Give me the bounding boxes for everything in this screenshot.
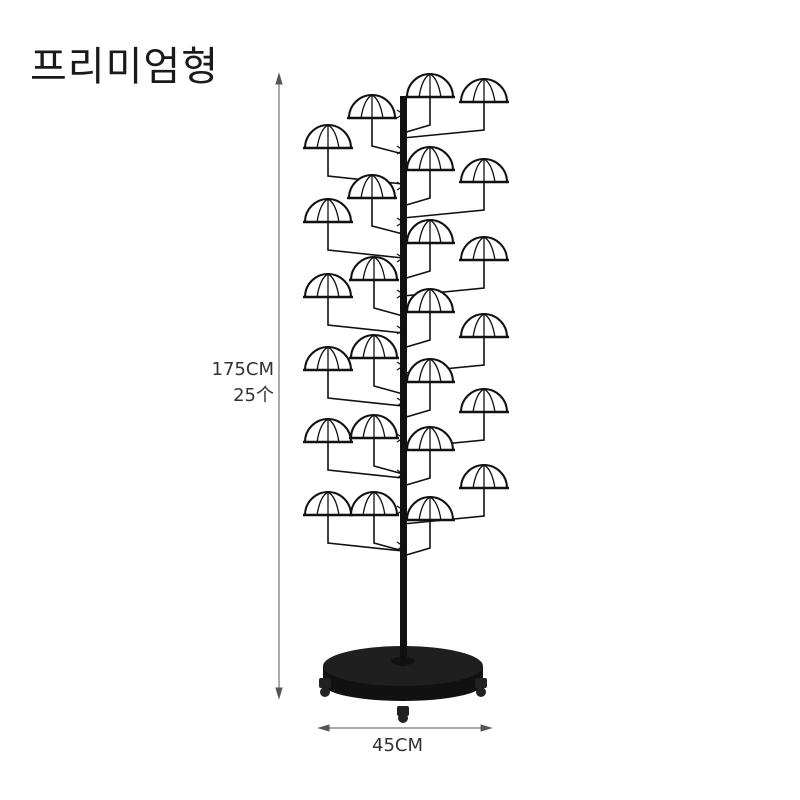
holder-arm xyxy=(373,358,404,395)
pole-bracket xyxy=(396,433,405,443)
holder-arm xyxy=(402,382,431,419)
width-dimension-line xyxy=(317,724,493,732)
cap-holder xyxy=(459,464,509,490)
pole-bracket xyxy=(396,145,405,155)
pole-bracket xyxy=(396,217,405,227)
pole-bracket xyxy=(396,109,405,119)
holder-arm xyxy=(327,442,404,479)
cap-holder xyxy=(349,334,399,360)
holder-arm xyxy=(327,222,404,259)
holder-arm xyxy=(402,450,431,487)
cap-holder xyxy=(405,73,455,99)
hat-holders xyxy=(303,73,509,522)
caster-wheels xyxy=(319,678,487,723)
holder-arm xyxy=(373,438,404,475)
pole-bracket xyxy=(396,469,405,479)
holder-arm xyxy=(402,182,485,219)
cap-holder xyxy=(405,426,455,452)
width-value: 45CM xyxy=(372,735,424,756)
pole-bracket xyxy=(396,289,405,299)
holder-arm xyxy=(402,170,431,207)
holder-arm xyxy=(402,520,431,557)
cap-holder xyxy=(459,236,509,262)
cap-holder xyxy=(349,491,399,517)
pole-bracket xyxy=(396,253,405,263)
holder-count: 25个 xyxy=(233,385,274,406)
holder-arm xyxy=(371,118,404,155)
holder-arm xyxy=(402,102,485,139)
pole-bracket xyxy=(396,505,405,515)
pole-bracket xyxy=(396,397,405,407)
cap-holder xyxy=(459,313,509,339)
center-pole xyxy=(400,96,407,666)
cap-holder xyxy=(347,94,397,120)
cap-holder xyxy=(405,288,455,314)
cap-holder xyxy=(459,78,509,104)
holder-arm xyxy=(402,260,485,297)
cap-holder xyxy=(405,219,455,245)
pole-bracket xyxy=(396,541,405,551)
holder-arm xyxy=(402,97,431,134)
holder-arm xyxy=(327,370,404,407)
holder-arm xyxy=(373,515,404,552)
pole-bracket xyxy=(396,325,405,335)
cap-holder xyxy=(347,174,397,200)
cap-holder xyxy=(303,198,353,224)
cap-holder xyxy=(459,158,509,184)
cap-holder xyxy=(303,418,353,444)
holder-arm xyxy=(373,280,404,317)
cap-holder xyxy=(303,491,353,517)
cap-holder xyxy=(405,496,455,522)
holder-arm xyxy=(402,243,431,280)
cap-holder xyxy=(405,146,455,172)
cap-holder xyxy=(303,273,353,299)
holder-arm xyxy=(371,198,404,235)
holder-arm xyxy=(327,297,404,334)
cap-holder xyxy=(349,414,399,440)
cap-holder xyxy=(459,388,509,414)
pole-bracket xyxy=(396,181,405,191)
cap-holder xyxy=(303,346,353,372)
product-title: 프리미엄형 xyxy=(30,44,219,90)
height-value: 175CM xyxy=(211,359,274,380)
height-dimension-line xyxy=(275,72,283,700)
holder-arm xyxy=(327,515,404,552)
cap-holder xyxy=(349,256,399,282)
height-dimension-label: 175CM 25个 xyxy=(196,357,274,409)
pole-bracket xyxy=(396,361,405,371)
holder-arm xyxy=(402,312,431,349)
cap-holder xyxy=(405,358,455,384)
cap-holder xyxy=(303,124,353,150)
